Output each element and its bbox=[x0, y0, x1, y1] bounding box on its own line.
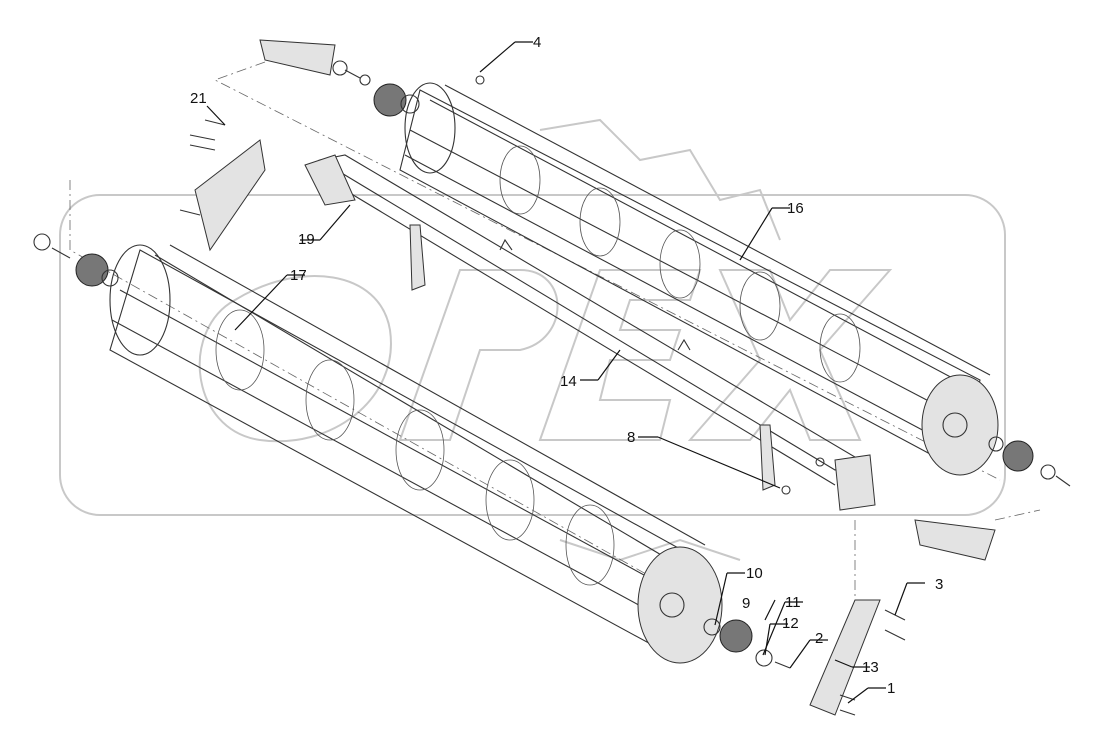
callout-13: 13 bbox=[862, 659, 879, 676]
callout-16: 16 bbox=[787, 200, 804, 217]
callout-1: 1 bbox=[887, 680, 895, 697]
callout-17: 17 bbox=[290, 267, 307, 284]
mount-brackets bbox=[194, 39, 996, 716]
callout-3: 3 bbox=[935, 576, 943, 593]
upper-roller bbox=[399, 82, 999, 476]
callout-21: 21 bbox=[190, 90, 207, 107]
callout-10: 10 bbox=[746, 565, 763, 582]
callout-4: 4 bbox=[533, 34, 541, 51]
callout-2: 2 bbox=[815, 630, 823, 647]
callout-9: 9 bbox=[742, 595, 750, 612]
callout-14: 14 bbox=[560, 373, 577, 390]
callout-11: 11 bbox=[785, 594, 801, 611]
central-beam bbox=[304, 154, 876, 511]
lower-roller bbox=[109, 244, 723, 664]
callout-labels: 4 21 16 19 17 14 8 10 9 11 12 2 3 13 1 bbox=[190, 34, 943, 697]
callout-8: 8 bbox=[627, 429, 635, 446]
leader-lines bbox=[206, 41, 925, 704]
assembly-axis-lines bbox=[69, 61, 1041, 611]
callout-19: 19 bbox=[298, 231, 315, 248]
callout-12: 12 bbox=[782, 615, 799, 632]
hardware bbox=[33, 60, 1071, 716]
